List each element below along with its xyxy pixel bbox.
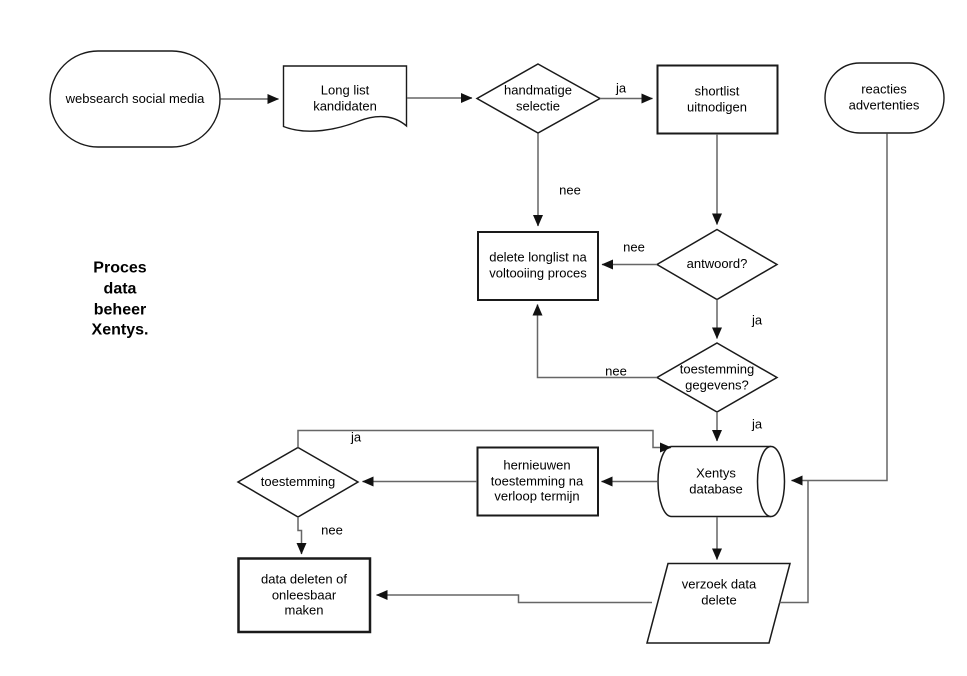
label-line: toestemming	[679, 361, 755, 377]
node-delete-longlist-shape	[477, 231, 599, 301]
edge-label-ja-selectie: ja	[615, 80, 627, 96]
label-line: selectie	[515, 98, 561, 113]
edge-label-ja-antwoord: ja	[751, 312, 763, 328]
diagram-title: Proces data beheer Xentys.	[92, 258, 149, 341]
title-line: data	[103, 280, 137, 298]
label-line: antwoord?	[686, 256, 748, 272]
edge-label-nee-toestemming: nee	[321, 522, 343, 538]
node-hernieuwen-shape	[476, 446, 599, 517]
label-line: onleesbaar	[271, 587, 337, 603]
label-line: hernieuwen	[503, 457, 571, 473]
label-line: reacties	[861, 81, 907, 97]
node-toestemming-label: toestemming	[261, 474, 335, 490]
edge-verzoek-to-database-line	[779, 480, 809, 604]
node-xentys-database-label: Xentys database	[689, 465, 743, 496]
title-line: Proces	[93, 259, 147, 277]
title-line: beheer	[93, 301, 147, 318]
label-line: Xentys	[696, 465, 736, 481]
node-toestemming-gegevens-label: toestemming gegevens?	[680, 361, 754, 392]
label-line: toestemming na	[490, 473, 584, 489]
label-line: verzoek data	[681, 576, 757, 592]
cylinder-body-fill	[658, 446, 771, 517]
node-xentys-database-cylinder	[657, 445, 786, 518]
cylinder-right-ellipse	[756, 445, 786, 518]
label-line: maken	[284, 602, 324, 618]
label-line: verloop termijn	[494, 488, 580, 504]
label-line: voltooiing proces	[489, 265, 587, 280]
node-verzoek-data-delete-parallelogram	[646, 562, 791, 644]
edge-label-nee-antwoord: nee	[623, 239, 645, 255]
node-delete-longlist-label: delete longlist na voltooiing proces	[489, 249, 587, 280]
label-line: shortlist	[694, 83, 740, 99]
label-line: delete	[701, 592, 737, 607]
node-websearch-shape	[49, 50, 221, 148]
edge-label-ja-toestemming-gegevens: ja	[751, 416, 763, 432]
title-line: Xentys.	[91, 321, 149, 339]
node-verzoek-data-delete-label: verzoek data delete	[682, 576, 756, 607]
node-handmatige-selectie-label: handmatige selectie	[504, 82, 572, 113]
node-hernieuwen-label: hernieuwen toestemming na verloop termij…	[491, 458, 584, 505]
label-line: toestemming	[260, 474, 336, 490]
label-line: uitnodigen	[687, 99, 747, 114]
edge-toestemming-nee-to-data-deleten	[296, 517, 307, 555]
label-line: advertenties	[848, 97, 920, 112]
node-websearch-label: websearch social media	[66, 91, 205, 107]
label-line: Long list	[320, 82, 370, 98]
edge-toestemming-ja-to-database	[297, 429, 672, 453]
node-longlist-label: Long list kandidaten	[313, 82, 377, 113]
edge-label-nee-selectie: nee	[559, 182, 581, 198]
label-line: database	[689, 481, 743, 496]
label-line: gegevens?	[685, 377, 749, 392]
edge-reacties-to-database	[791, 133, 888, 486]
node-reacties-shape	[824, 62, 945, 134]
node-antwoord-label: antwoord?	[687, 256, 748, 272]
node-data-deleten-label: data deleten of onleesbaar maken	[261, 572, 347, 619]
node-shortlist-label: shortlist uitnodigen	[687, 83, 747, 114]
node-longlist-document-shape	[282, 65, 408, 132]
label-line: handmatige	[504, 82, 572, 98]
node-reacties-label: reacties advertenties	[849, 81, 920, 112]
node-shortlist-shape	[656, 64, 779, 135]
label-line: delete longlist na	[489, 249, 587, 265]
node-data-deleten-shape	[237, 557, 372, 634]
label-line: websearch social media	[65, 91, 205, 107]
label-line: data deleten of	[260, 571, 348, 587]
edge-toestemming-gegevens-nee-to-delete-longlist	[532, 304, 657, 379]
edge-label-nee-toestemming-gegevens: nee	[605, 363, 627, 379]
node-handmatige-selectie-diamond	[475, 63, 602, 134]
label-line: kandidaten	[313, 98, 377, 113]
edge-label-ja-toestemming: ja	[350, 429, 362, 445]
edge-verzoek-to-data-deleten	[376, 590, 652, 604]
